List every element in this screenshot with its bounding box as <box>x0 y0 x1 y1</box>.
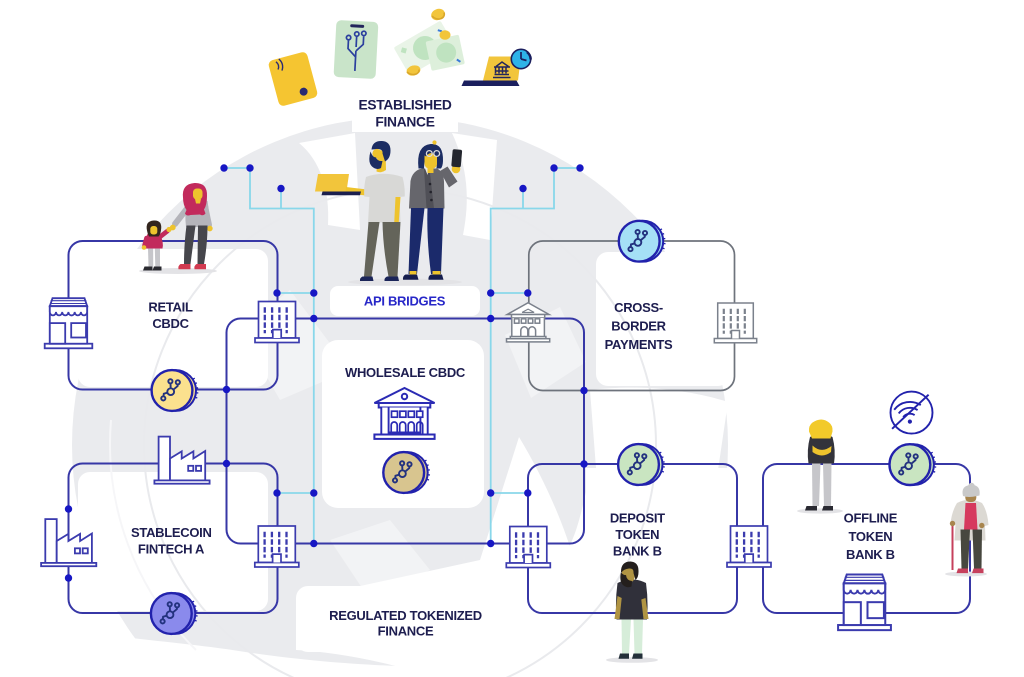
svg-text:API BRIDGES: API BRIDGES <box>364 294 446 309</box>
svg-text:WHOLESALE CBDC: WHOLESALE CBDC <box>345 365 466 380</box>
svg-text:CBDC: CBDC <box>152 316 189 331</box>
svg-text:CROSS-: CROSS- <box>614 300 663 315</box>
svg-text:REGULATED TOKENIZED: REGULATED TOKENIZED <box>329 608 482 623</box>
svg-text:BORDER: BORDER <box>611 319 666 334</box>
svg-text:FINTECH A: FINTECH A <box>138 542 205 557</box>
svg-text:FINANCE: FINANCE <box>378 624 434 639</box>
svg-text:PAYMENTS: PAYMENTS <box>605 337 673 352</box>
svg-text:ESTABLISHED: ESTABLISHED <box>358 98 451 113</box>
svg-text:FINANCE: FINANCE <box>375 115 434 130</box>
svg-text:RETAIL: RETAIL <box>148 300 193 315</box>
svg-text:OFFLINE: OFFLINE <box>844 511 898 526</box>
svg-text:TOKEN: TOKEN <box>615 527 659 542</box>
svg-text:TOKEN: TOKEN <box>849 529 893 544</box>
svg-text:BANK B: BANK B <box>846 547 895 562</box>
svg-text:BANK B: BANK B <box>613 544 662 559</box>
svg-text:DEPOSIT: DEPOSIT <box>610 511 665 526</box>
svg-text:STABLECOIN: STABLECOIN <box>131 525 212 540</box>
